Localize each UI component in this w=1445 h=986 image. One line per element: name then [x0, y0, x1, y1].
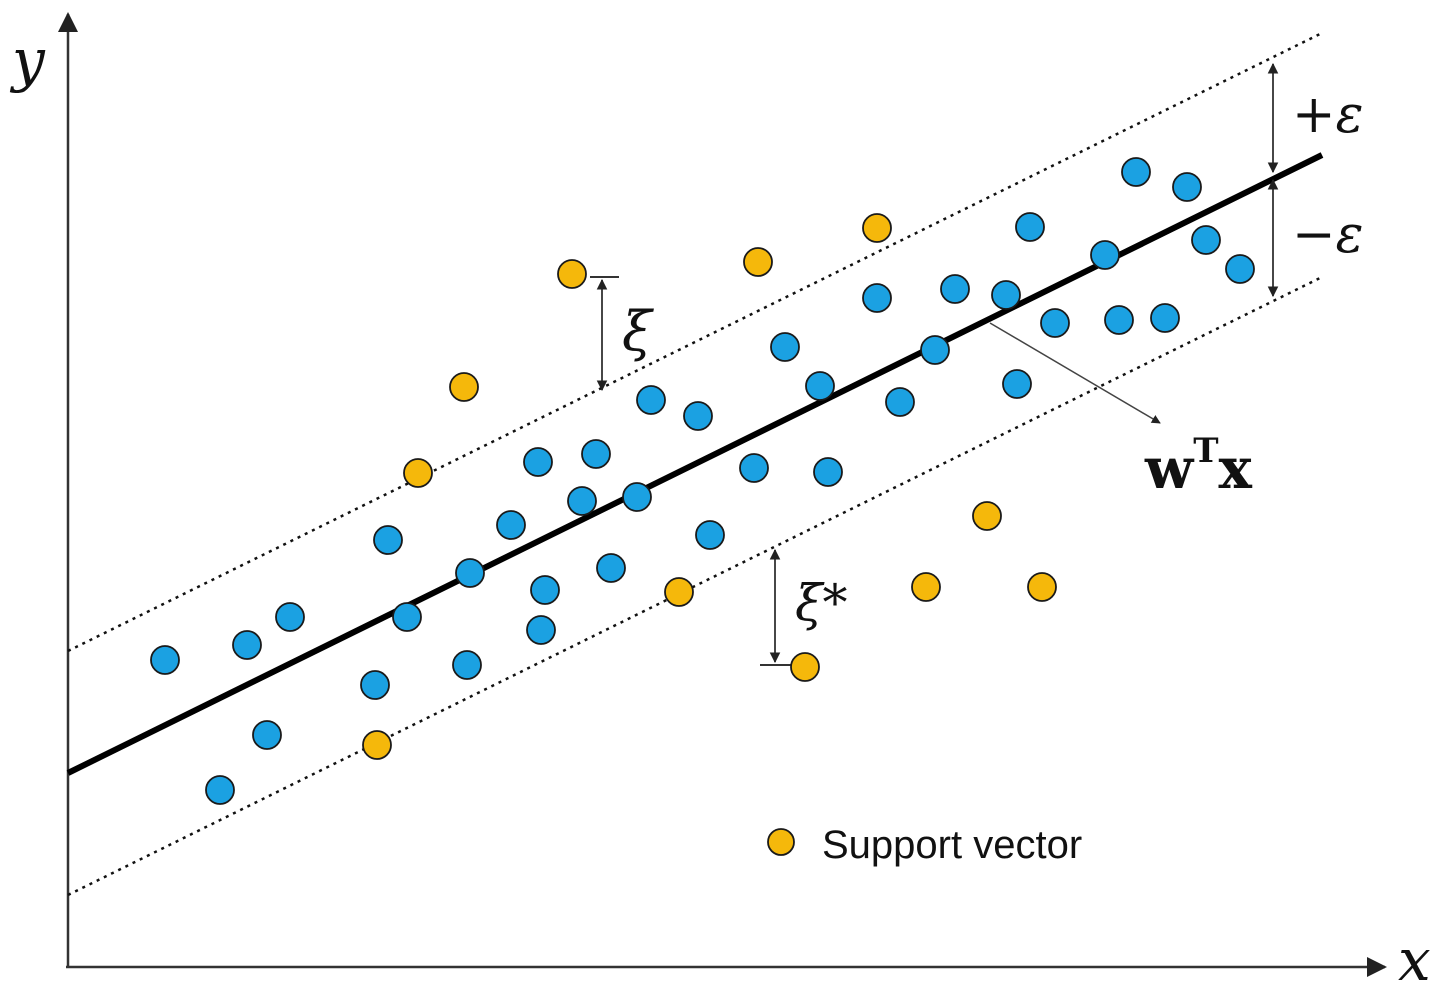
- data-point: [1002, 369, 1032, 399]
- lower-epsilon-boundary: [67, 275, 1323, 897]
- data-point: [1104, 305, 1134, 335]
- wtx-pointer: [989, 322, 1161, 424]
- support-vector-point: [911, 572, 941, 602]
- data-point: [232, 630, 262, 660]
- data-point: [622, 482, 652, 512]
- data-point: [770, 332, 800, 362]
- support-vector-point: [972, 501, 1002, 531]
- data-point: [567, 486, 597, 516]
- support-vector-point: [664, 577, 694, 607]
- data-point: [920, 335, 950, 365]
- wtx-superscript-t: T: [1193, 431, 1218, 471]
- legend-support-vector-marker: [767, 828, 795, 856]
- data-point: [991, 280, 1021, 310]
- data-point: [1191, 225, 1221, 255]
- xi-label: ξ: [622, 300, 654, 363]
- support-vector-point: [449, 372, 479, 402]
- data-point: [530, 575, 560, 605]
- data-point: [275, 602, 305, 632]
- support-vector-point: [362, 730, 392, 760]
- data-point: [683, 401, 713, 431]
- data-point: [496, 510, 526, 540]
- data-point: [1090, 240, 1120, 270]
- data-point: [862, 283, 892, 313]
- data-point: [252, 720, 282, 750]
- data-point: [523, 447, 553, 477]
- legend-support-vector-label: Support vector: [822, 823, 1082, 867]
- support-vector-point: [1027, 572, 1057, 602]
- data-point: [392, 602, 422, 632]
- minus-epsilon-label: −ε: [1292, 205, 1363, 265]
- data-point: [1015, 212, 1045, 242]
- wtx-x: x: [1219, 436, 1253, 502]
- data-point: [581, 439, 611, 469]
- support-vector-point: [743, 247, 773, 277]
- data-point: [739, 453, 769, 483]
- y-axis-label: y: [9, 26, 46, 94]
- data-point: [1150, 303, 1180, 333]
- data-point: [940, 274, 970, 304]
- data-point: [373, 525, 403, 555]
- data-point: [1225, 254, 1255, 284]
- data-point: [455, 558, 485, 588]
- data-point: [695, 520, 725, 550]
- data-point: [596, 553, 626, 583]
- data-point: [150, 645, 180, 675]
- data-point: [813, 457, 843, 487]
- data-point: [452, 650, 482, 680]
- data-point: [526, 615, 556, 645]
- data-point: [360, 670, 390, 700]
- data-points: [150, 157, 1255, 805]
- xi-star-label: ξ*: [795, 574, 848, 632]
- data-point: [205, 775, 235, 805]
- support-vector-point: [403, 458, 433, 488]
- wtx-w: w: [1144, 436, 1195, 502]
- x-axis-label: x: [1398, 926, 1431, 986]
- data-point: [636, 385, 666, 415]
- data-point: [1121, 157, 1151, 187]
- data-point: [885, 387, 915, 417]
- plus-epsilon-label: +ε: [1292, 85, 1363, 145]
- data-point: [1040, 308, 1070, 338]
- regression-line: [66, 152, 1324, 776]
- support-vector-point: [862, 213, 892, 243]
- data-point: [1172, 172, 1202, 202]
- support-vector-point: [790, 652, 820, 682]
- wtx-label: wTx: [1144, 431, 1253, 502]
- upper-epsilon-boundary: [67, 31, 1323, 653]
- data-point: [805, 371, 835, 401]
- support-vector-point: [557, 259, 587, 289]
